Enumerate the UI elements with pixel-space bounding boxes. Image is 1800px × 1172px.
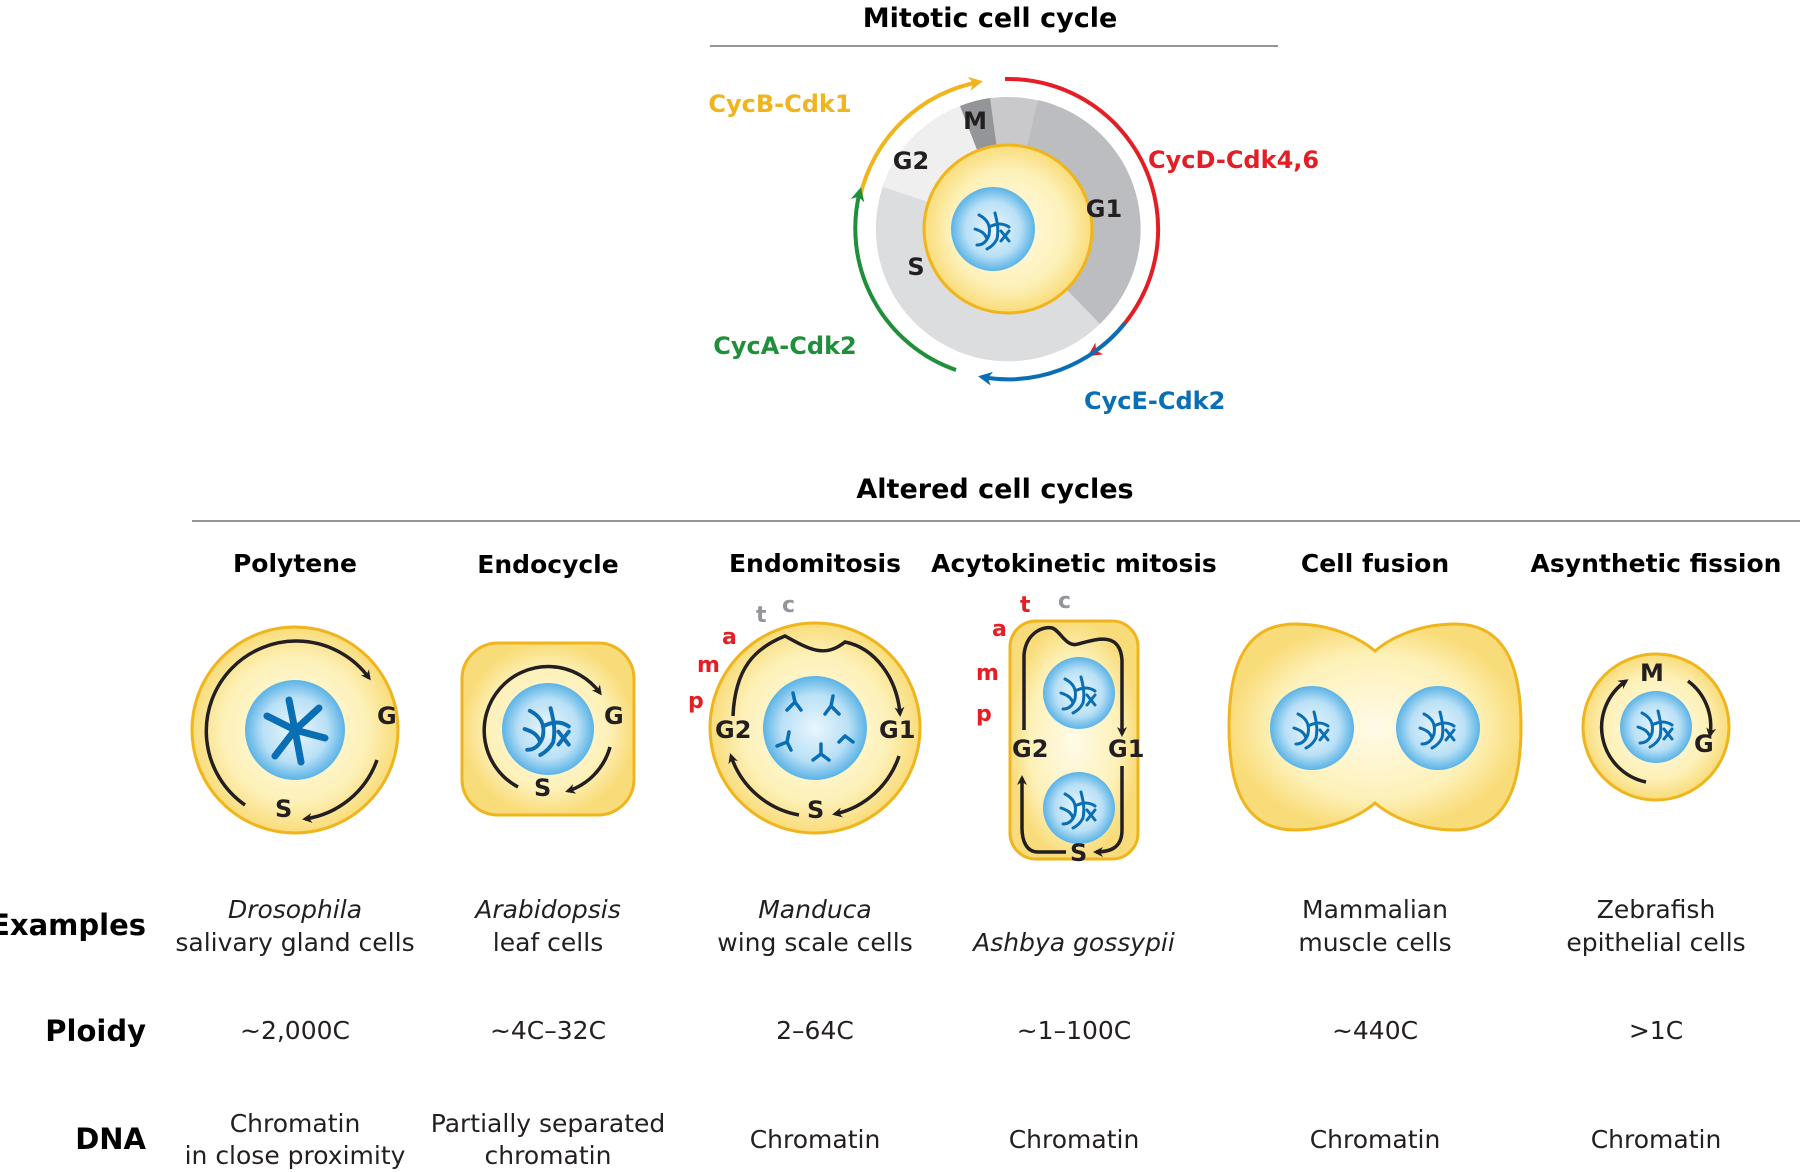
- ploidy-asynthetic: >1C: [1629, 1016, 1683, 1045]
- endomitosis-label-g2: G2: [715, 716, 751, 744]
- endocycle-cycle-arrow-2: [565, 746, 612, 794]
- endomitosis-letter-c: c: [782, 593, 795, 618]
- dna-cell-fusion: Chromatin: [1310, 1125, 1441, 1154]
- example-endomitosis: Manduca: [758, 895, 872, 924]
- example-asynthetic: Zebrafish: [1597, 895, 1716, 924]
- cyclin-label-cycb: CycB-Cdk1: [708, 90, 851, 118]
- endomitosis-chromosomes: [775, 691, 855, 762]
- dna-polytene-line2: in close proximity: [185, 1141, 406, 1170]
- asynthetic-label-g: G: [1694, 730, 1714, 758]
- phase-label-s: S: [907, 253, 924, 281]
- acytokinetic-cycle-left: [1017, 775, 1066, 854]
- col-title-endomitosis: Endomitosis: [729, 549, 901, 578]
- endomitosis-cycle-left: [728, 753, 800, 817]
- phase-label-g1: G1: [1086, 195, 1122, 223]
- cell-fusion-cell: [1227, 622, 1523, 832]
- acytokinetic-letter-t: t: [1020, 593, 1031, 618]
- acytokinetic-nucleus-bottom: [1043, 772, 1115, 844]
- dna-endocycle: Partially separated: [431, 1109, 666, 1138]
- mitotic-title: Mitotic cell cycle: [863, 3, 1118, 34]
- endomitosis-letter-a: a: [722, 625, 737, 650]
- acytokinetic-letter-c: c: [1058, 589, 1071, 614]
- acytokinetic-letter-a: a: [992, 617, 1007, 642]
- example-polytene: Drosophila: [228, 895, 362, 924]
- endomitosis-cycle-right: [832, 755, 901, 818]
- dna-asynthetic: Chromatin: [1591, 1125, 1722, 1154]
- example-cell-fusion: Mammalian: [1302, 895, 1448, 924]
- cycd-cdk46-arrow: [1004, 76, 1161, 357]
- polytene-label-s: S: [275, 795, 292, 823]
- acytokinetic-label-s: S: [1070, 839, 1087, 867]
- endomitosis-mitosis-letters: p m a t c: [688, 593, 795, 714]
- cycb-cdk1-arrow: [858, 76, 983, 198]
- example-endocycle: Arabidopsis: [473, 895, 621, 924]
- ploidy-endomitosis: 2–64C: [776, 1016, 854, 1045]
- endomitosis-letter-p: p: [688, 689, 704, 714]
- polytene-cell: G S: [190, 625, 400, 835]
- phase-label-m: M: [963, 107, 987, 135]
- row-label-examples: Examples: [0, 908, 146, 942]
- example-endocycle-line2: leaf cells: [493, 928, 603, 957]
- cyce-cdk2-arrow: [978, 321, 1127, 386]
- endomitosis-cycle-top: [731, 634, 905, 717]
- endocycle-label-g: G: [604, 702, 624, 730]
- polytene-cycle-arrow: [204, 639, 371, 807]
- endomitosis-letter-m: m: [697, 653, 720, 678]
- col-title-endocycle: Endocycle: [477, 550, 618, 579]
- mitotic-cycle-diagram: M G2 G1 S: [850, 76, 1161, 386]
- acytokinetic-label-g1: G1: [1108, 735, 1144, 763]
- ploidy-polytene: ~2,000C: [240, 1016, 350, 1045]
- asynthetic-cycle-arrow-1: [1599, 679, 1647, 784]
- ploidy-acytokinetic: ~1–100C: [1017, 1016, 1132, 1045]
- example-cell-fusion-line2: muscle cells: [1298, 928, 1451, 957]
- acytokinetic-letter-p: p: [976, 702, 992, 727]
- row-label-ploidy: Ploidy: [45, 1014, 146, 1048]
- acytokinetic-nucleus-top: [1043, 657, 1115, 729]
- cyclin-label-cyca: CycA-Cdk2: [713, 332, 856, 360]
- ploidy-endocycle: ~4C–32C: [490, 1016, 606, 1045]
- acytokinetic-cycle-top: [1022, 625, 1127, 737]
- dna-acytokinetic: Chromatin: [1009, 1125, 1140, 1154]
- example-endomitosis-line2: wing scale cells: [717, 928, 912, 957]
- endomitosis-cell: G2 G1 S: [708, 621, 922, 835]
- cyclin-label-cyce: CycE-Cdk2: [1084, 387, 1225, 415]
- acytokinetic-label-g2: G2: [1012, 735, 1048, 763]
- acytokinetic-cycle-right: [1093, 766, 1124, 857]
- endocycle-label-s: S: [534, 774, 551, 802]
- endocycle-cycle-arrow: [482, 664, 602, 789]
- ploidy-cell-fusion: ~440C: [1332, 1016, 1418, 1045]
- dna-polytene: Chromatin: [230, 1109, 361, 1138]
- polytene-chromosomes: [263, 696, 329, 766]
- endomitosis-label-g1: G1: [879, 716, 915, 744]
- mitotic-nucleus: [951, 187, 1035, 271]
- cell-fusion-nucleus-left: [1270, 686, 1354, 770]
- polytene-cycle-arrow-2: [302, 759, 379, 823]
- dna-endocycle-line2: chromatin: [485, 1141, 612, 1170]
- dna-endomitosis: Chromatin: [750, 1125, 881, 1154]
- example-polytene-line2: salivary gland cells: [175, 928, 414, 957]
- row-label-dna: DNA: [75, 1122, 146, 1156]
- col-title-asynthetic: Asynthetic fission: [1531, 549, 1782, 578]
- endocycle-cell: G S: [460, 641, 636, 817]
- asynthetic-label-m: M: [1640, 659, 1664, 687]
- example-acytokinetic: Ashbya gossypii: [971, 928, 1175, 957]
- altered-title: Altered cell cycles: [856, 474, 1133, 505]
- polytene-label-g: G: [377, 702, 397, 730]
- col-title-acytokinetic: Acytokinetic mitosis: [931, 549, 1217, 578]
- acytokinetic-letter-m: m: [976, 661, 999, 686]
- phase-label-g2: G2: [893, 147, 929, 175]
- cell-fusion-nucleus-right: [1396, 686, 1480, 770]
- cyclin-label-cycd: CycD-Cdk4,6: [1148, 146, 1319, 174]
- asynthetic-cell: M G: [1581, 652, 1731, 802]
- cyca-cdk2-arrow: [850, 187, 957, 372]
- col-title-cell-fusion: Cell fusion: [1301, 549, 1449, 578]
- example-asynthetic-line2: epithelial cells: [1566, 928, 1745, 957]
- acytokinetic-cell: G2 G1 S: [1008, 619, 1144, 867]
- endomitosis-label-s: S: [807, 796, 824, 824]
- endomitosis-letter-t: t: [756, 603, 767, 628]
- col-title-polytene: Polytene: [233, 549, 357, 578]
- acytokinetic-mitosis-letters: p m a t c: [976, 589, 1071, 727]
- asynthetic-cycle-arrow-2: [1686, 679, 1717, 738]
